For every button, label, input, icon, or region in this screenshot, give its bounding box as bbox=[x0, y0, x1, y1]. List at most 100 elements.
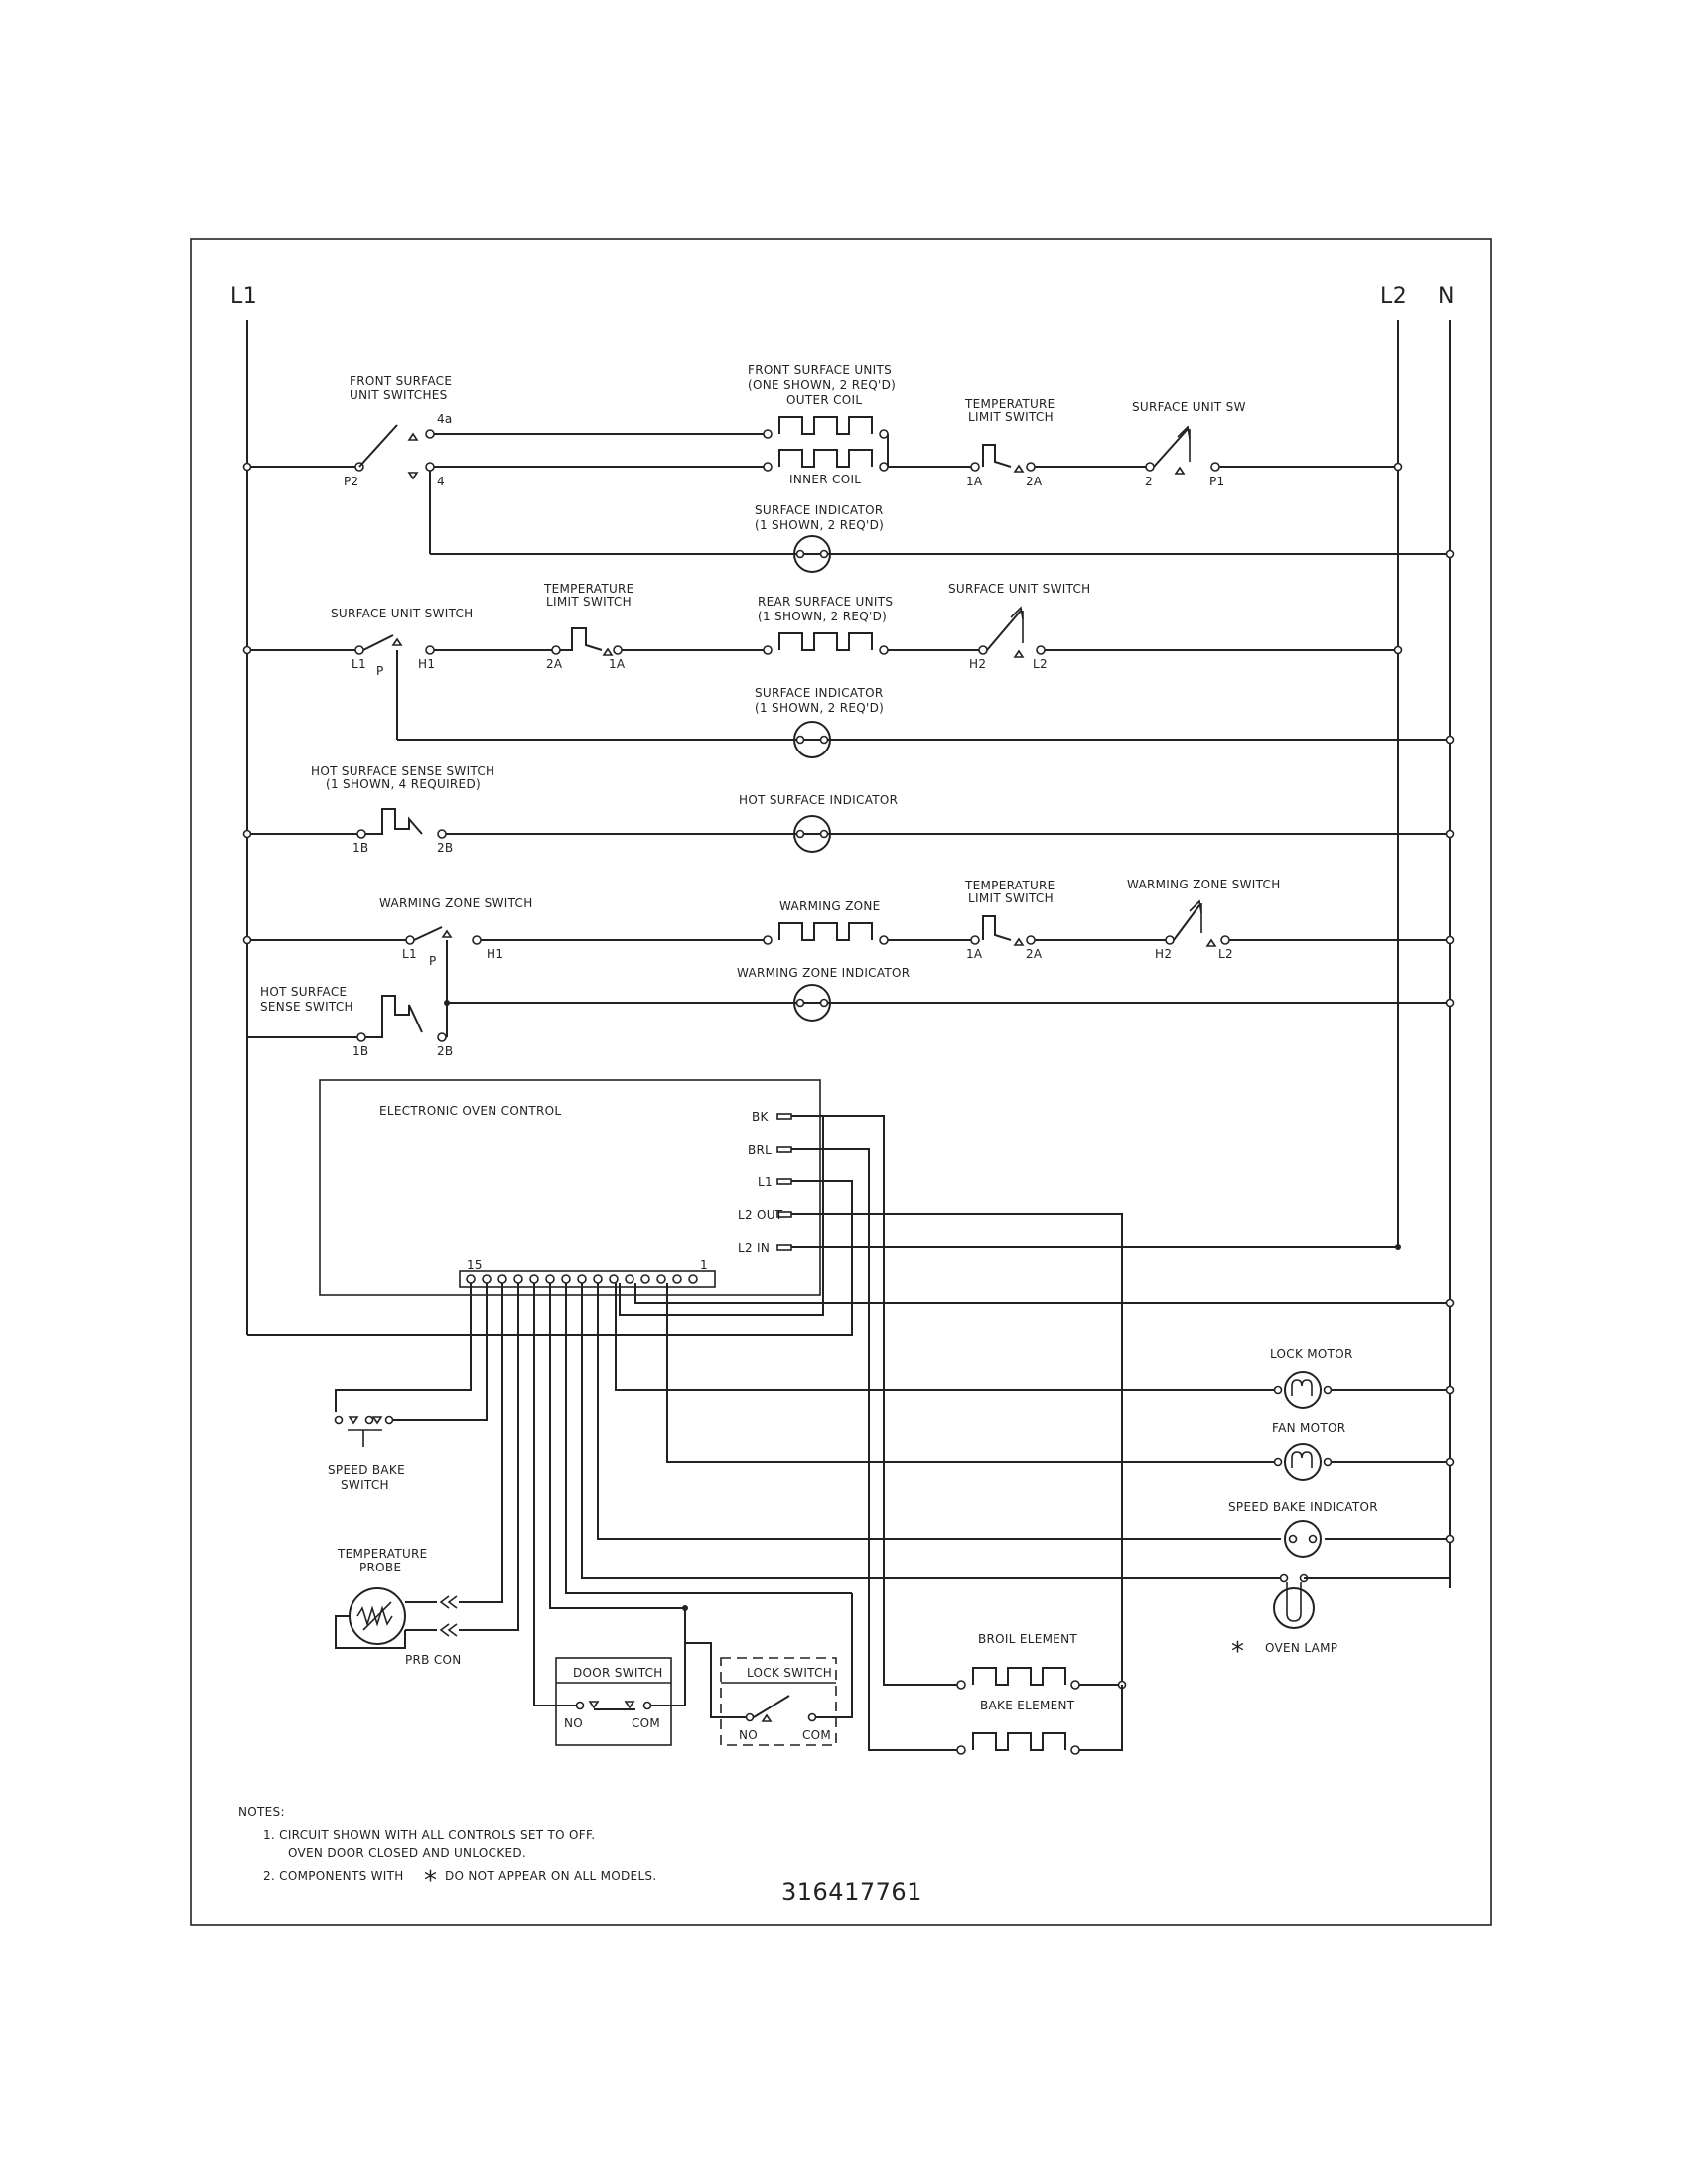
row4-term-2a: 2A bbox=[1026, 947, 1043, 961]
rail-label-n: N bbox=[1438, 284, 1455, 309]
notes-line-2a: 2. COMPONENTS WITH bbox=[263, 1869, 404, 1883]
electronic-oven-control: ELECTRONIC OVEN CONTROL BK BRL L1 L2 OUT… bbox=[319, 1079, 821, 1296]
row1-indicator-label-1: SURFACE INDICATOR bbox=[755, 503, 883, 517]
row1-temp-limit-label-1: TEMPERATURE bbox=[964, 397, 1055, 411]
row2-temp-limit-label-2: LIMIT SWITCH bbox=[546, 595, 632, 609]
hot-surface-indicator-label: HOT SURFACE INDICATOR bbox=[739, 793, 898, 807]
connector-pin-15: 15 bbox=[467, 1258, 483, 1272]
lock-switch-com: COM bbox=[802, 1728, 831, 1742]
row2-term-l1: L1 bbox=[352, 657, 366, 671]
row4-term-1a: 1A bbox=[966, 947, 983, 961]
door-switch-com: COM bbox=[632, 1716, 660, 1730]
control-title: ELECTRONIC OVEN CONTROL bbox=[379, 1104, 561, 1118]
row4-switch-label: WARMING ZONE SWITCH bbox=[379, 896, 533, 910]
notes-line-1b: OVEN DOOR CLOSED AND UNLOCKED. bbox=[288, 1846, 526, 1860]
row2-term-h1: H1 bbox=[418, 657, 435, 671]
connector-pin-1: 1 bbox=[700, 1258, 708, 1272]
pin-bk: BK bbox=[752, 1110, 770, 1124]
prb-con-label: PRB CON bbox=[405, 1653, 462, 1667]
row4-term-h2: H2 bbox=[1155, 947, 1172, 961]
front-switches-label-1: FRONT SURFACE bbox=[350, 374, 452, 388]
speed-bake-switch-label-2: SWITCH bbox=[341, 1478, 389, 1492]
row2-term-2a: 2A bbox=[546, 657, 563, 671]
lock-switch-label: LOCK SWITCH bbox=[747, 1666, 832, 1680]
row3-sense-label-2: (1 SHOWN, 4 REQUIRED) bbox=[326, 777, 481, 791]
bake-element: BAKE ELEMENT bbox=[956, 1685, 1123, 1755]
diagram-border bbox=[190, 238, 1492, 1926]
front-units-label-1: FRONT SURFACE UNITS bbox=[748, 363, 892, 377]
door-switch-no: NO bbox=[564, 1716, 583, 1730]
row3-term-1b: 1B bbox=[352, 841, 368, 855]
row2-indicator-label-2: (1 SHOWN, 2 REQ'D) bbox=[755, 701, 884, 715]
temperature-probe-label-1: TEMPERATURE bbox=[337, 1547, 428, 1561]
row3-sense-label-1: HOT SURFACE SENSE SWITCH bbox=[311, 764, 494, 778]
control-wiring bbox=[247, 1115, 1455, 1751]
front-switches-label-2: UNIT SWITCHES bbox=[350, 388, 448, 402]
rear-units-label-2: (1 SHOWN, 2 REQ'D) bbox=[758, 610, 887, 623]
inner-coil-label: INNER COIL bbox=[789, 473, 861, 486]
row-hot-surface: HOT SURFACE SENSE SWITCH (1 SHOWN, 4 REQ… bbox=[247, 764, 1455, 855]
pin-l1: L1 bbox=[758, 1175, 773, 1189]
rail-label-l2: L2 bbox=[1380, 284, 1407, 309]
rear-units-label-1: REAR SURFACE UNITS bbox=[758, 595, 893, 609]
notes-line-2b: DO NOT APPEAR ON ALL MODELS. bbox=[445, 1869, 656, 1883]
oven-lamp-label: OVEN LAMP bbox=[1265, 1641, 1337, 1655]
pin-brl: BRL bbox=[748, 1143, 772, 1157]
pin-l2-out: L2 OUT bbox=[738, 1208, 783, 1222]
row4-sense-label-2: SENSE SWITCH bbox=[260, 1000, 353, 1014]
term-4: 4 bbox=[437, 475, 445, 488]
row3-term-2b: 2B bbox=[437, 841, 453, 855]
row1-term-2a: 2A bbox=[1026, 475, 1043, 488]
outer-coil-label: OUTER COIL bbox=[786, 393, 862, 407]
temperature-probe-label-2: PROBE bbox=[359, 1561, 401, 1574]
row2-temp-limit-label-1: TEMPERATURE bbox=[543, 582, 634, 596]
speed-bake-switch-label-1: SPEED BAKE bbox=[328, 1463, 405, 1477]
oven-lamp: * OVEN LAMP bbox=[581, 1283, 1450, 1667]
oven-lamp-star: * bbox=[1231, 1637, 1244, 1667]
speed-bake-switch: SPEED BAKE SWITCH bbox=[328, 1283, 488, 1492]
surface-unit-sw-label: SURFACE UNIT SW bbox=[1132, 400, 1246, 414]
broil-element: BROIL ELEMENT bbox=[956, 1632, 1127, 1690]
broil-element-label: BROIL ELEMENT bbox=[978, 1632, 1077, 1646]
row1-term-p1: P1 bbox=[1209, 475, 1224, 488]
pin-l2-in: L2 IN bbox=[738, 1241, 770, 1255]
door-switch-label: DOOR SWITCH bbox=[573, 1666, 663, 1680]
notes: NOTES: 1. CIRCUIT SHOWN WITH ALL CONTROL… bbox=[238, 1805, 656, 1896]
row2-switch-label: SURFACE UNIT SWITCH bbox=[331, 607, 474, 620]
notes-heading: NOTES: bbox=[238, 1805, 285, 1819]
row4-term-l1: L1 bbox=[402, 947, 417, 961]
row-rear-surface: SURFACE UNIT SWITCH L1 P H1 TEMPERATURE … bbox=[247, 582, 1455, 758]
term-p2: P2 bbox=[344, 475, 358, 488]
fan-motor: FAN MOTOR bbox=[666, 1283, 1455, 1481]
lock-switch-no: NO bbox=[739, 1728, 758, 1742]
warming-zone-indicator-label: WARMING ZONE INDICATOR bbox=[737, 966, 910, 980]
row2-term-h2: H2 bbox=[969, 657, 986, 671]
row4-temp-limit-label-1: TEMPERATURE bbox=[964, 879, 1055, 892]
row4-term-1b: 1B bbox=[352, 1044, 368, 1058]
temperature-probe: TEMPERATURE PROBE PRB CON bbox=[335, 1283, 519, 1667]
row4-term-h1: H1 bbox=[487, 947, 503, 961]
row4-temp-limit-label-2: LIMIT SWITCH bbox=[968, 891, 1054, 905]
notes-star: * bbox=[424, 1866, 437, 1896]
row1-indicator-label-2: (1 SHOWN, 2 REQ'D) bbox=[755, 518, 884, 532]
term-4a: 4a bbox=[437, 412, 453, 426]
lock-motor-label: LOCK MOTOR bbox=[1270, 1347, 1353, 1361]
row1-temp-limit-label-2: LIMIT SWITCH bbox=[968, 410, 1054, 424]
row4-term-2b: 2B bbox=[437, 1044, 453, 1058]
notes-line-1: 1. CIRCUIT SHOWN WITH ALL CONTROLS SET T… bbox=[263, 1828, 595, 1842]
row2-term-l2: L2 bbox=[1033, 657, 1048, 671]
lock-switch: LOCK SWITCH NO COM bbox=[549, 1283, 853, 1746]
row4-switch2-label: WARMING ZONE SWITCH bbox=[1127, 878, 1281, 891]
rail-label-l1: L1 bbox=[230, 284, 257, 309]
door-switch: DOOR SWITCH NO COM bbox=[533, 1283, 686, 1746]
lock-motor: LOCK MOTOR bbox=[615, 1283, 1455, 1409]
row-front-surface: FRONT SURFACE UNIT SWITCHES 4a P2 4 FRON… bbox=[247, 363, 1455, 573]
speed-bake-indicator-label: SPEED BAKE INDICATOR bbox=[1228, 1500, 1378, 1514]
bake-element-label: BAKE ELEMENT bbox=[980, 1699, 1075, 1712]
row2-indicator-label-1: SURFACE INDICATOR bbox=[755, 686, 883, 700]
part-number: 316417761 bbox=[781, 1878, 922, 1906]
row1-term-2: 2 bbox=[1145, 475, 1153, 488]
row2-term-1a: 1A bbox=[609, 657, 626, 671]
row4-term-l2: L2 bbox=[1218, 947, 1233, 961]
